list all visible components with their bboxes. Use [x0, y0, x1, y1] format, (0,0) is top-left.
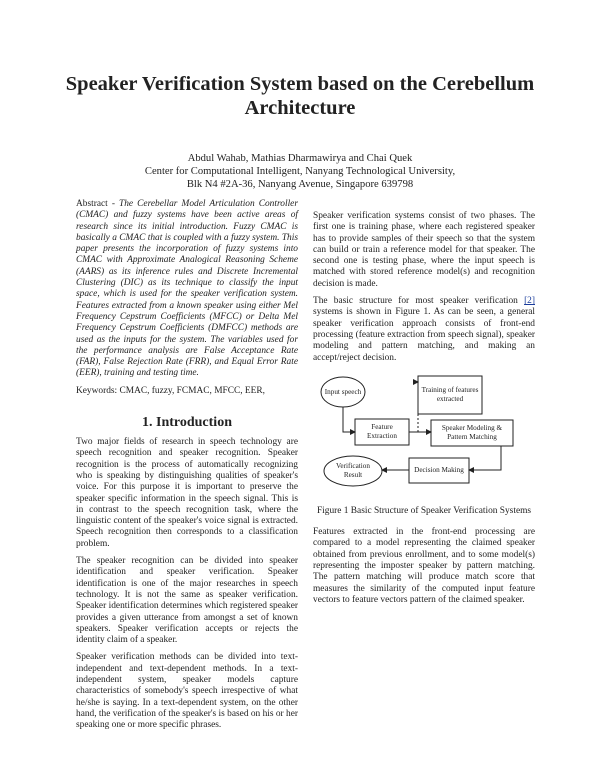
figure-caption: Figure 1 Basic Structure of Speaker Veri…: [316, 505, 532, 516]
abstract-text: The Cerebellar Model Articulation Contro…: [76, 199, 298, 379]
training-node: Training of features extracted: [421, 386, 479, 403]
paragraph: The basic structure for most speaker ver…: [313, 296, 535, 364]
paragraph: Features extracted in the front-end proc…: [313, 527, 535, 605]
input-speech-node: Input speech: [324, 387, 362, 396]
paragraph: Speaker verification systems consist of …: [313, 211, 535, 289]
author-block: Abdul Wahab, Mathias Dharmawirya and Cha…: [40, 152, 560, 191]
figure-1-diagram: Input speech Training of features extrac…: [313, 374, 535, 494]
diagram-connectors: [320, 375, 514, 487]
address: Blk N4 #2A-36, Nanyang Avenue, Singapore…: [186, 179, 414, 190]
paragraph: Speaker verification methods can be divi…: [76, 652, 298, 731]
right-column-body: Speaker verification systems consist of …: [313, 211, 535, 612]
abstract: Abstract - The Cerebellar Model Articula…: [76, 199, 298, 380]
speaker-modeling-node: Speaker Modeling & Pattern Matching: [441, 424, 503, 441]
keywords: Keywords: CMAC, fuzzy, FCMAC, MFCC, EER,: [76, 385, 265, 396]
author-names: Abdul Wahab, Mathias Dharmawirya and Cha…: [187, 153, 413, 164]
feature-extraction-node: Feature Extraction: [367, 423, 397, 440]
verification-result-node: Verification Result: [336, 462, 370, 479]
paper-title: Speaker Verification System based on the…: [65, 73, 535, 119]
paragraph: The speaker recognition can be divided i…: [76, 556, 298, 646]
decision-making-node: Decision Making: [414, 466, 464, 475]
text: The basic structure for most speaker ver…: [313, 296, 525, 307]
left-column: Abstract - The Cerebellar Model Articula…: [76, 199, 298, 737]
affiliation: Center for Computational Intelligent, Na…: [144, 166, 456, 177]
citation-link[interactable]: [2]: [524, 296, 535, 307]
text: systems is shown in Figure 1. As can be …: [313, 307, 535, 363]
paragraph: Two major fields of research in speech t…: [76, 437, 298, 549]
abstract-label: Abstract -: [76, 199, 120, 209]
section-heading: 1. Introduction: [142, 415, 232, 431]
